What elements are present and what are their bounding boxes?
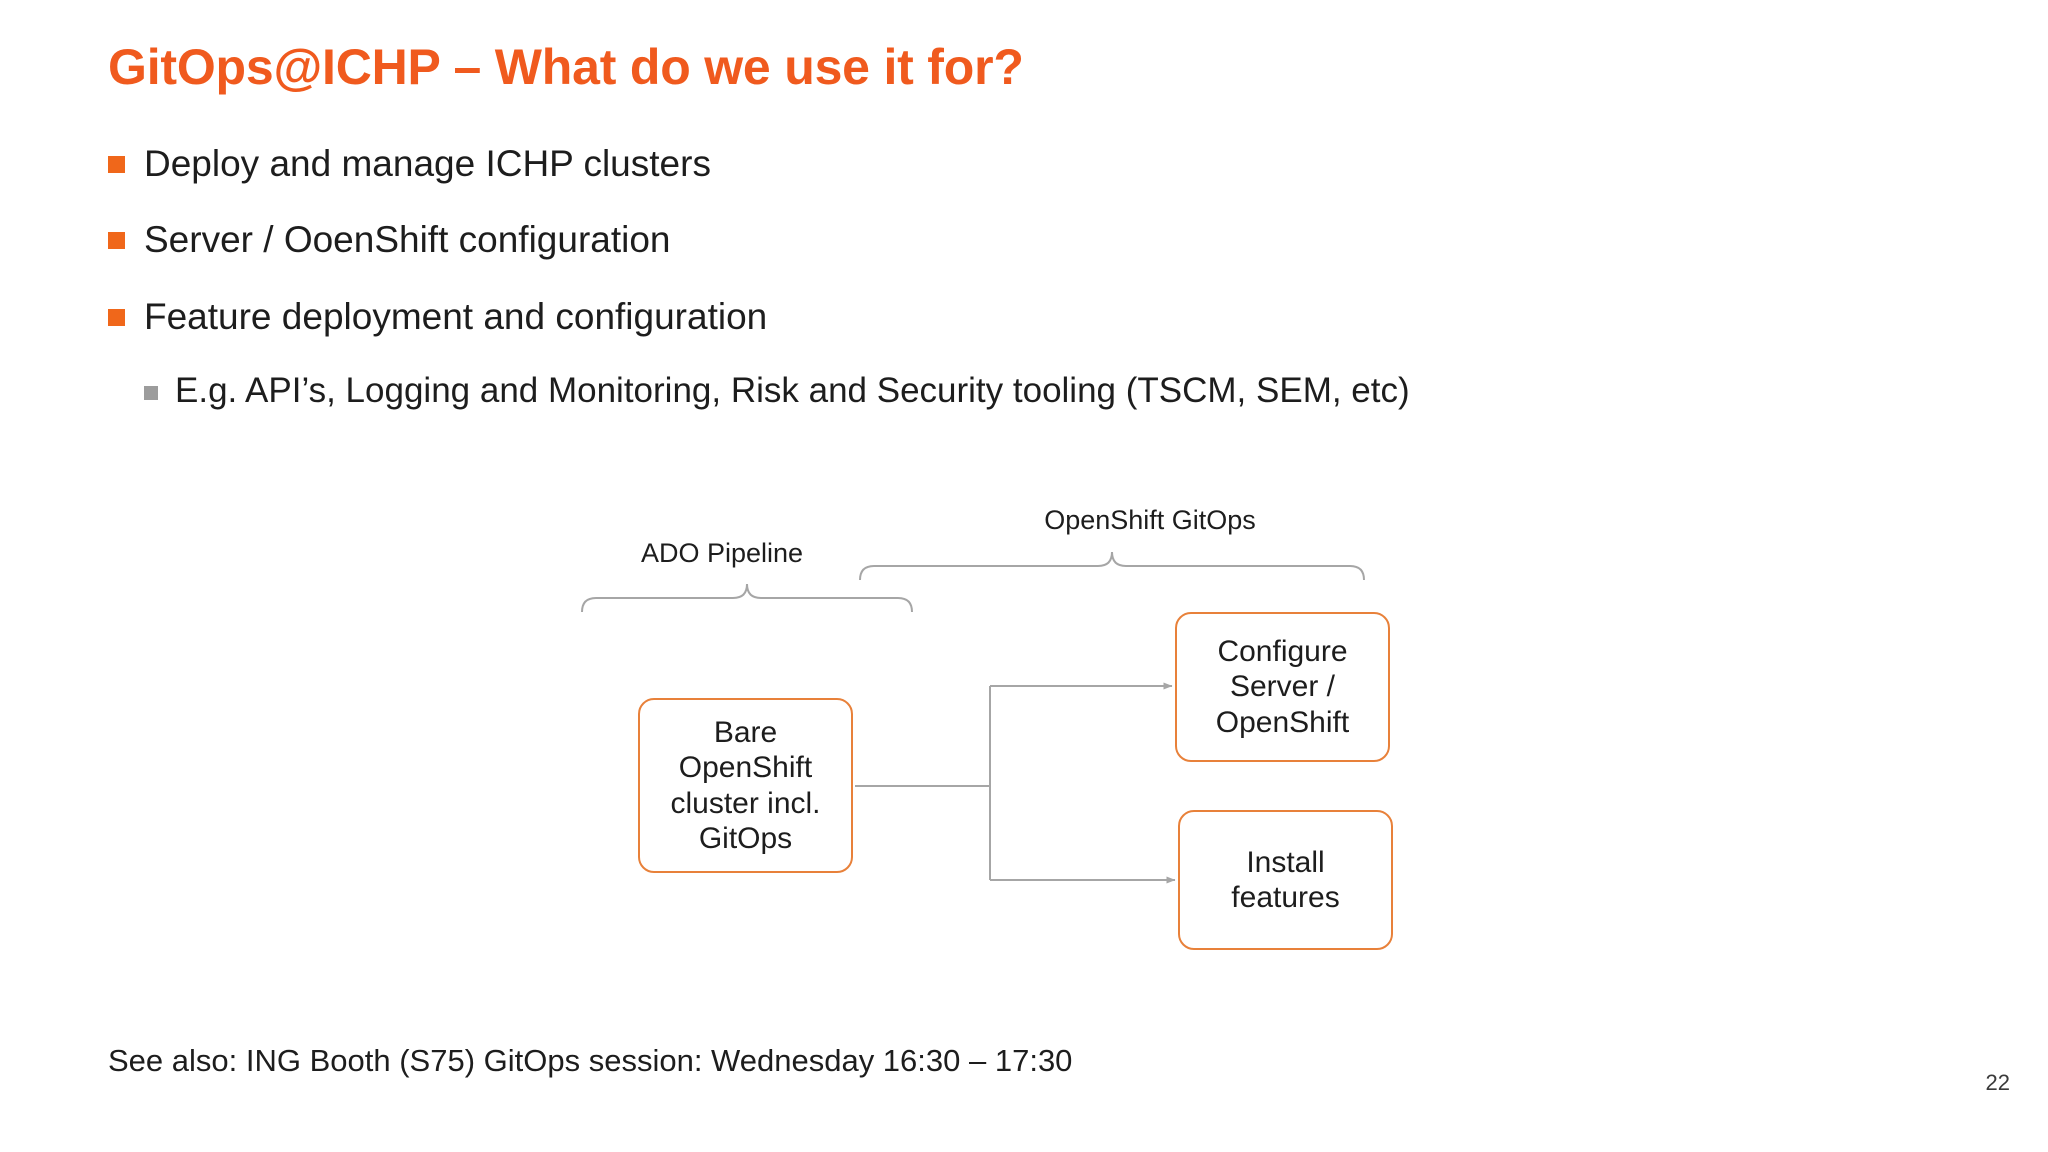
list-item-sub: E.g. API’s, Logging and Monitoring, Risk…: [144, 369, 1808, 414]
brace-label-openshift-gitops: OpenShift GitOps: [1044, 505, 1256, 535]
list-item: Server / OoenShift configuration: [108, 216, 1808, 263]
brace-ado-pipeline: [581, 583, 913, 613]
bullet-list: Deploy and manage ICHP clusters Server /…: [108, 140, 1808, 443]
list-item-label: Server / OoenShift configuration: [144, 219, 671, 261]
list-item: Deploy and manage ICHP clusters: [108, 140, 1808, 187]
brace-label-ado-pipeline: ADO Pipeline: [640, 538, 804, 568]
footer-note: See also: ING Booth (S75) GitOps session…: [108, 1043, 1073, 1078]
node-configure-server[interactable]: Configure Server / OpenShift: [1175, 612, 1390, 762]
node-install-features[interactable]: Install features: [1178, 810, 1393, 950]
list-item: Feature deployment and configuration: [108, 293, 1808, 340]
brace-openshift-gitops: [859, 551, 1365, 581]
list-item-label: Feature deployment and configuration: [144, 295, 768, 337]
square-bullet-icon: [108, 156, 125, 173]
square-subbullet-icon: [144, 386, 158, 401]
node-bare-cluster[interactable]: Bare OpenShift cluster incl. GitOps: [638, 698, 853, 873]
list-item-sub-label: E.g. API’s, Logging and Monitoring, Risk…: [175, 371, 1410, 411]
square-bullet-icon: [108, 232, 125, 250]
list-item-label: Deploy and manage ICHP clusters: [144, 143, 711, 184]
diagram-connectors: [581, 551, 1365, 884]
page-number: 22: [1985, 1070, 2010, 1095]
square-bullet-icon: [108, 308, 125, 326]
page-title: GitOps@ICHP – What do we use it for?: [108, 39, 1024, 95]
process-diagram: ADO Pipeline OpenShift GitOps Bare OpenS…: [560, 490, 1610, 970]
